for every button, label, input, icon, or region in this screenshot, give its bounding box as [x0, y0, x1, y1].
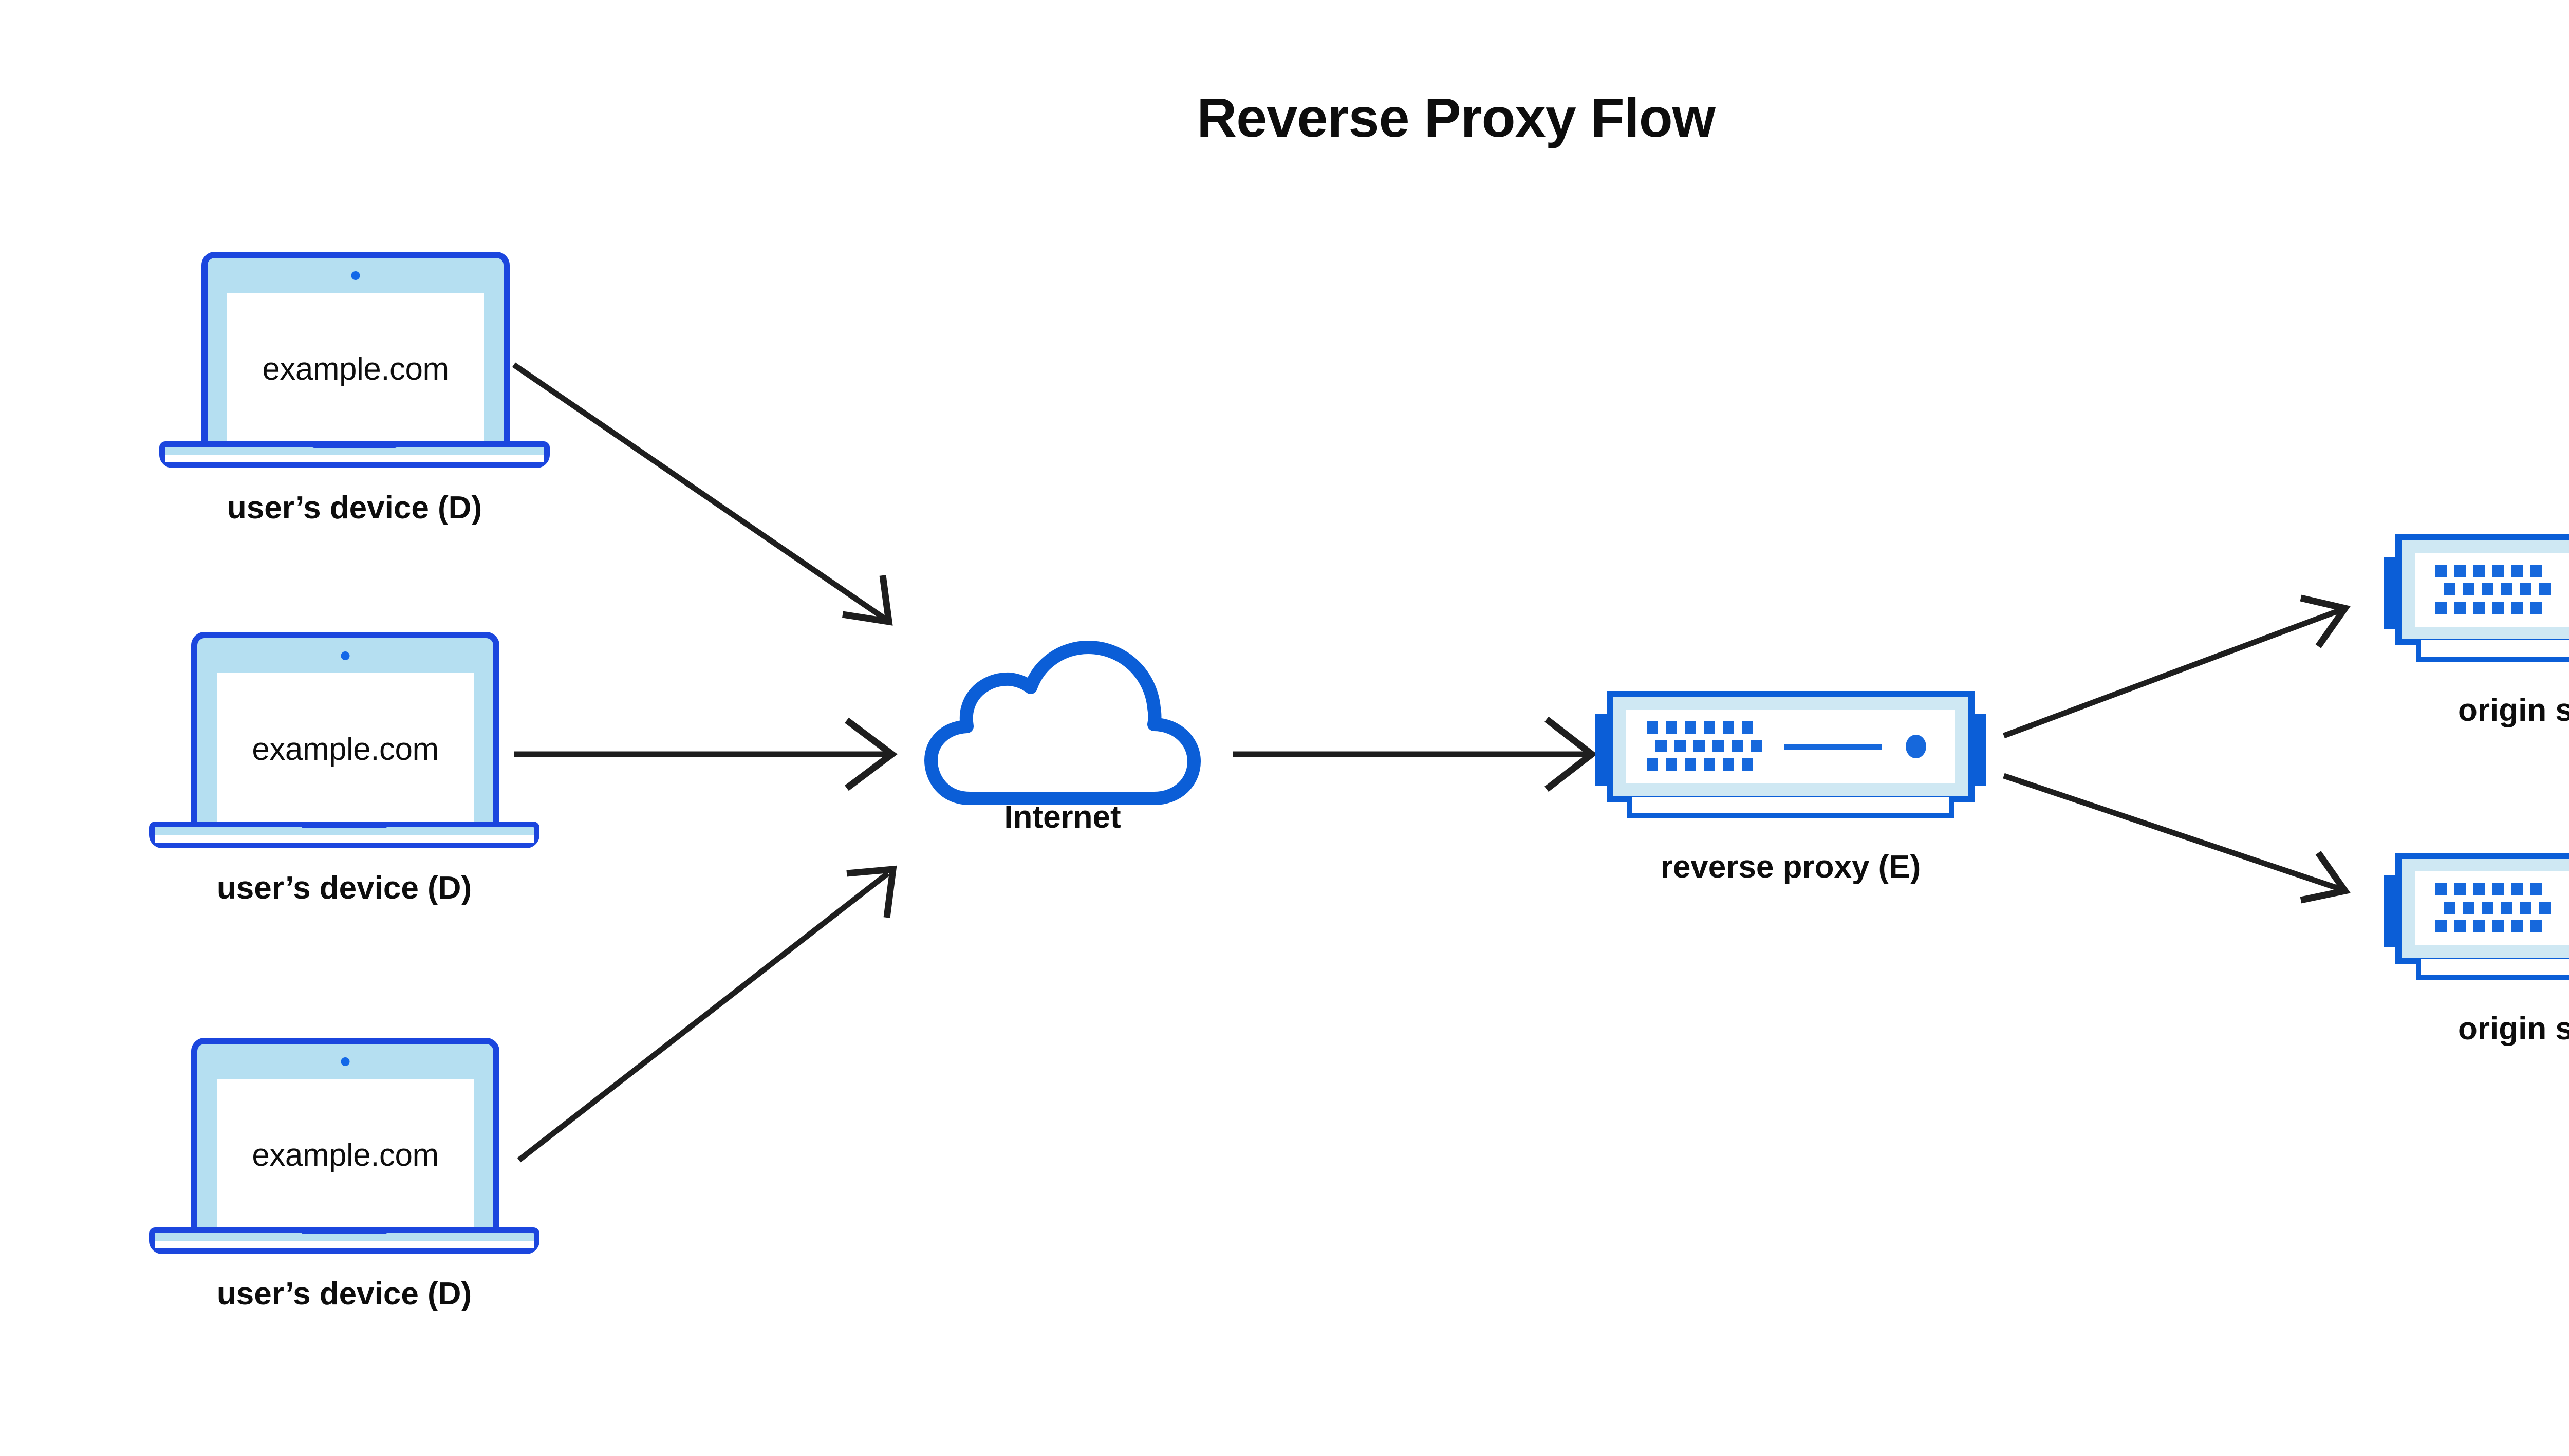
- laptop-screen: example.com: [217, 1079, 474, 1232]
- node-user-device-2[interactable]: example.com user’s device (D): [149, 632, 539, 904]
- camera-icon: [351, 271, 360, 280]
- server-panel: [1626, 710, 1955, 783]
- arrow-device2-to-internet: [514, 717, 898, 791]
- laptop-base-strip: [155, 1241, 534, 1248]
- server-shelf: [2416, 959, 2569, 980]
- server-body: [2395, 534, 2569, 645]
- camera-icon: [341, 651, 350, 660]
- node-label-user-device-1: user’s device (D): [227, 490, 482, 526]
- cloud-icon: [924, 641, 1201, 805]
- server-dot-grid-icon: [2435, 565, 2551, 615]
- node-label-internet: Internet: [1004, 799, 1121, 835]
- server-panel: [2415, 871, 2569, 945]
- node-reverse-proxy[interactable]: reverse proxy (E): [1595, 691, 1986, 883]
- server-line-icon: [1784, 743, 1882, 750]
- laptop-screen: example.com: [227, 293, 484, 446]
- laptop-base-strip: [165, 455, 544, 462]
- arrow-device3-to-internet: [517, 865, 897, 1163]
- node-origin-server-2[interactable]: origin server (F): [2384, 853, 2569, 1045]
- screen-url-text: example.com: [262, 351, 449, 387]
- laptop-lid: example.com: [191, 632, 499, 826]
- screen-url-text: example.com: [252, 732, 439, 767]
- arrow-internet-to-proxy: [1233, 716, 1597, 792]
- laptop-base: [159, 441, 550, 468]
- laptop-screen: example.com: [217, 673, 474, 826]
- server-knob-icon: [1906, 735, 1926, 758]
- page-title: Reverse Proxy Flow: [1197, 86, 1715, 148]
- arrow-proxy-to-origin1: [2003, 594, 2351, 739]
- server-dot-grid-icon: [2435, 883, 2551, 934]
- laptop-base: [149, 822, 539, 848]
- laptop-notch: [301, 1227, 388, 1234]
- node-label-user-device-3: user’s device (D): [216, 1276, 472, 1312]
- node-label-origin-server-1: origin server (F): [2458, 693, 2569, 728]
- server-body: [2395, 853, 2569, 964]
- arrow-device1-to-internet: [512, 362, 893, 626]
- node-internet[interactable]: Internet: [920, 632, 1238, 848]
- node-label-reverse-proxy: reverse proxy (E): [1660, 849, 1921, 885]
- server-shelf: [2416, 640, 2569, 662]
- screen-url-text: example.com: [252, 1137, 439, 1173]
- arrow-proxy-to-origin2: [2003, 773, 2351, 904]
- node-label-origin-server-2: origin server (F): [2458, 1011, 2569, 1047]
- server-body: [1607, 691, 1975, 802]
- laptop-notch: [301, 822, 388, 828]
- camera-icon: [341, 1057, 350, 1066]
- laptop-lid: example.com: [201, 252, 510, 446]
- server-panel: [2415, 553, 2569, 627]
- node-user-device-1[interactable]: example.com user’s device (D): [159, 252, 550, 524]
- node-origin-server-1[interactable]: origin server (F): [2384, 534, 2569, 726]
- node-user-device-3[interactable]: example.com user’s device (D): [149, 1038, 539, 1310]
- node-label-user-device-2: user’s device (D): [216, 870, 472, 906]
- laptop-base: [149, 1227, 539, 1254]
- server-shelf: [1627, 797, 1954, 818]
- laptop-base-strip: [155, 835, 534, 843]
- server-dot-grid-icon: [1647, 721, 1762, 772]
- laptop-notch: [311, 441, 398, 448]
- laptop-lid: example.com: [191, 1038, 499, 1232]
